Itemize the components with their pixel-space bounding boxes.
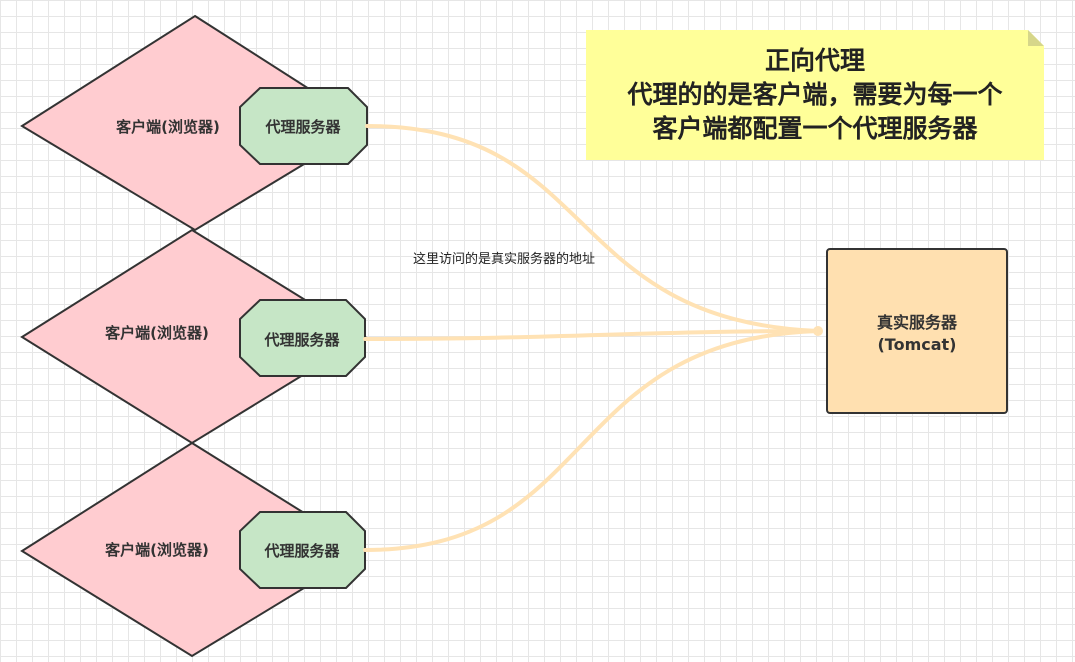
connectors xyxy=(363,124,820,552)
client-group-2[interactable]: 客户端(浏览器) 代理服务器 xyxy=(20,228,367,445)
connector-1[interactable] xyxy=(365,124,820,333)
server-box[interactable] xyxy=(826,248,1008,414)
connector-junction-dot xyxy=(813,326,823,336)
note-line-2: 代理的的是客户端，需要为每一个 xyxy=(627,80,1003,109)
proxy-node-3[interactable] xyxy=(239,511,366,589)
note-title: 正向代理 xyxy=(764,46,865,75)
server-label-line2: (Tomcat) xyxy=(877,335,956,354)
proxy-node-2[interactable] xyxy=(239,299,366,377)
edge-label: 这里访问的是真实服务器的地址 xyxy=(413,251,595,267)
client-label-3: 客户端(浏览器) xyxy=(104,541,209,559)
proxy-label-3: 代理服务器 xyxy=(263,542,340,560)
note-line-3: 客户端都配置一个代理服务器 xyxy=(652,114,978,143)
server-label-line1: 真实服务器 xyxy=(877,313,958,332)
connector-3[interactable] xyxy=(363,329,820,552)
client-group-1[interactable]: 客户端(浏览器) 代理服务器 xyxy=(20,14,369,232)
connector-2[interactable] xyxy=(363,329,820,341)
proxy-label-2: 代理服务器 xyxy=(263,331,340,349)
sticky-note[interactable]: 正向代理 代理的的是客户端，需要为每一个 客户端都配置一个代理服务器 xyxy=(586,30,1044,160)
client-group-3[interactable]: 客户端(浏览器) 代理服务器 xyxy=(20,441,367,658)
client-label-2: 客户端(浏览器) xyxy=(104,324,209,342)
real-server[interactable]: 真实服务器 (Tomcat) xyxy=(826,248,1008,414)
proxy-node-1[interactable] xyxy=(239,87,368,165)
proxy-label-1: 代理服务器 xyxy=(264,118,341,136)
client-label-1: 客户端(浏览器) xyxy=(115,118,220,136)
